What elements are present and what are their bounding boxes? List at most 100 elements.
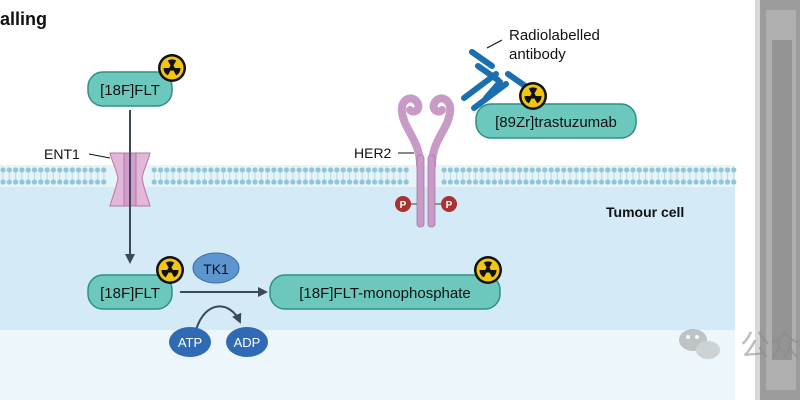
lipid-head: [19, 167, 25, 173]
radiolabelled-antibody-label-line1: Radiolabelled: [509, 27, 600, 44]
lipid-head: [535, 167, 542, 173]
lipid-head: [252, 179, 258, 185]
lipid-head: [19, 179, 25, 185]
lipid-head: [460, 167, 466, 173]
lipid-head: [328, 179, 334, 185]
wechat-logo-icon: [679, 329, 720, 359]
tk1-enzyme: TK1: [192, 252, 240, 284]
antibody-leader-line: [486, 39, 503, 49]
lipid-head: [510, 167, 516, 173]
lipid-head: [50, 179, 57, 185]
phospho-label-left: P: [400, 200, 407, 211]
lipid-head: [246, 167, 252, 173]
lipid-head: [724, 167, 731, 173]
lipid-head: [309, 179, 315, 185]
lipid-head: [94, 167, 101, 173]
lipid-head: [724, 179, 731, 185]
lipid-head: [561, 167, 567, 173]
lipid-head: [529, 167, 535, 173]
lipid-head: [88, 179, 94, 185]
watermark: 公众: [679, 329, 800, 363]
lipid-head: [25, 179, 31, 185]
lipid-head: [13, 167, 19, 173]
lipid-head: [712, 167, 718, 173]
lipid-head: [378, 179, 384, 185]
lipid-head: [302, 179, 308, 185]
lipid-head: [246, 179, 252, 185]
lipid-head: [731, 167, 737, 173]
lipid-head: [277, 167, 283, 173]
her2-receptor-icon: [397, 94, 455, 228]
flt-inside-label: [18F]FLT: [100, 285, 160, 302]
lipid-head: [699, 179, 705, 185]
lipid-head: [31, 167, 38, 173]
lipid-head: [227, 179, 233, 185]
lipid-head: [283, 167, 290, 173]
lipid-head: [491, 167, 497, 173]
lipid-head: [31, 179, 38, 185]
lipid-head: [290, 179, 296, 185]
lipid-head: [535, 179, 542, 185]
lipid-head: [624, 179, 630, 185]
watermark-text: 公众: [740, 330, 800, 363]
lipid-head: [391, 167, 397, 173]
lipid-head: [277, 179, 283, 185]
atp-molecule: ATP: [169, 327, 211, 357]
lipid-head: [321, 167, 327, 173]
lipid-head: [454, 179, 460, 185]
adp-molecule: ADP: [226, 327, 268, 357]
lipid-head: [523, 167, 529, 173]
lipid-head: [227, 167, 233, 173]
lipid-head: [592, 167, 598, 173]
lipid-head: [542, 179, 548, 185]
lipid-head: [573, 179, 579, 185]
lipid-head: [706, 167, 712, 173]
lipid-head: [189, 167, 195, 173]
lipid-head: [611, 179, 617, 185]
phospho-label-right: P: [446, 200, 453, 211]
right-side-image: [755, 0, 800, 400]
lipid-head: [498, 167, 504, 173]
lipid-head: [548, 167, 554, 173]
lipid-head: [649, 167, 655, 173]
lipid-head: [265, 167, 271, 173]
lipid-head: [38, 167, 44, 173]
lipid-head: [397, 179, 403, 185]
lipid-head: [76, 179, 82, 185]
lipid-head: [57, 167, 63, 173]
lipid-head: [183, 167, 189, 173]
lipid-head: [580, 167, 586, 173]
lipid-head: [397, 167, 403, 173]
lipid-head: [731, 179, 737, 185]
lipid-head: [50, 167, 57, 173]
lipid-head: [76, 167, 82, 173]
lipid-head: [718, 167, 724, 173]
lipid-head: [208, 179, 214, 185]
lipid-head: [554, 167, 561, 173]
lipid-head: [687, 167, 693, 173]
lipid-head: [378, 167, 384, 173]
radiation-icon: [519, 82, 547, 110]
lipid-head: [271, 167, 277, 173]
lipid-head: [283, 179, 290, 185]
lipid-head: [548, 179, 554, 185]
lipid-head: [372, 179, 378, 185]
lipid-head: [441, 179, 447, 185]
lipid-head: [454, 167, 460, 173]
lipid-head: [693, 167, 699, 173]
lipid-head: [25, 167, 31, 173]
lipid-head: [693, 179, 699, 185]
lipid-head: [321, 179, 327, 185]
lipid-head: [466, 167, 472, 173]
lipid-head: [498, 179, 504, 185]
lipid-head: [208, 167, 214, 173]
lipid-head: [655, 167, 661, 173]
lipid-head: [554, 179, 561, 185]
lipid-head: [334, 179, 340, 185]
lipid-head: [586, 179, 592, 185]
lipid-head: [38, 179, 44, 185]
lipid-head: [340, 167, 346, 173]
lipid-head: [680, 167, 687, 173]
lipid-head: [195, 167, 201, 173]
lipid-head: [88, 167, 94, 173]
